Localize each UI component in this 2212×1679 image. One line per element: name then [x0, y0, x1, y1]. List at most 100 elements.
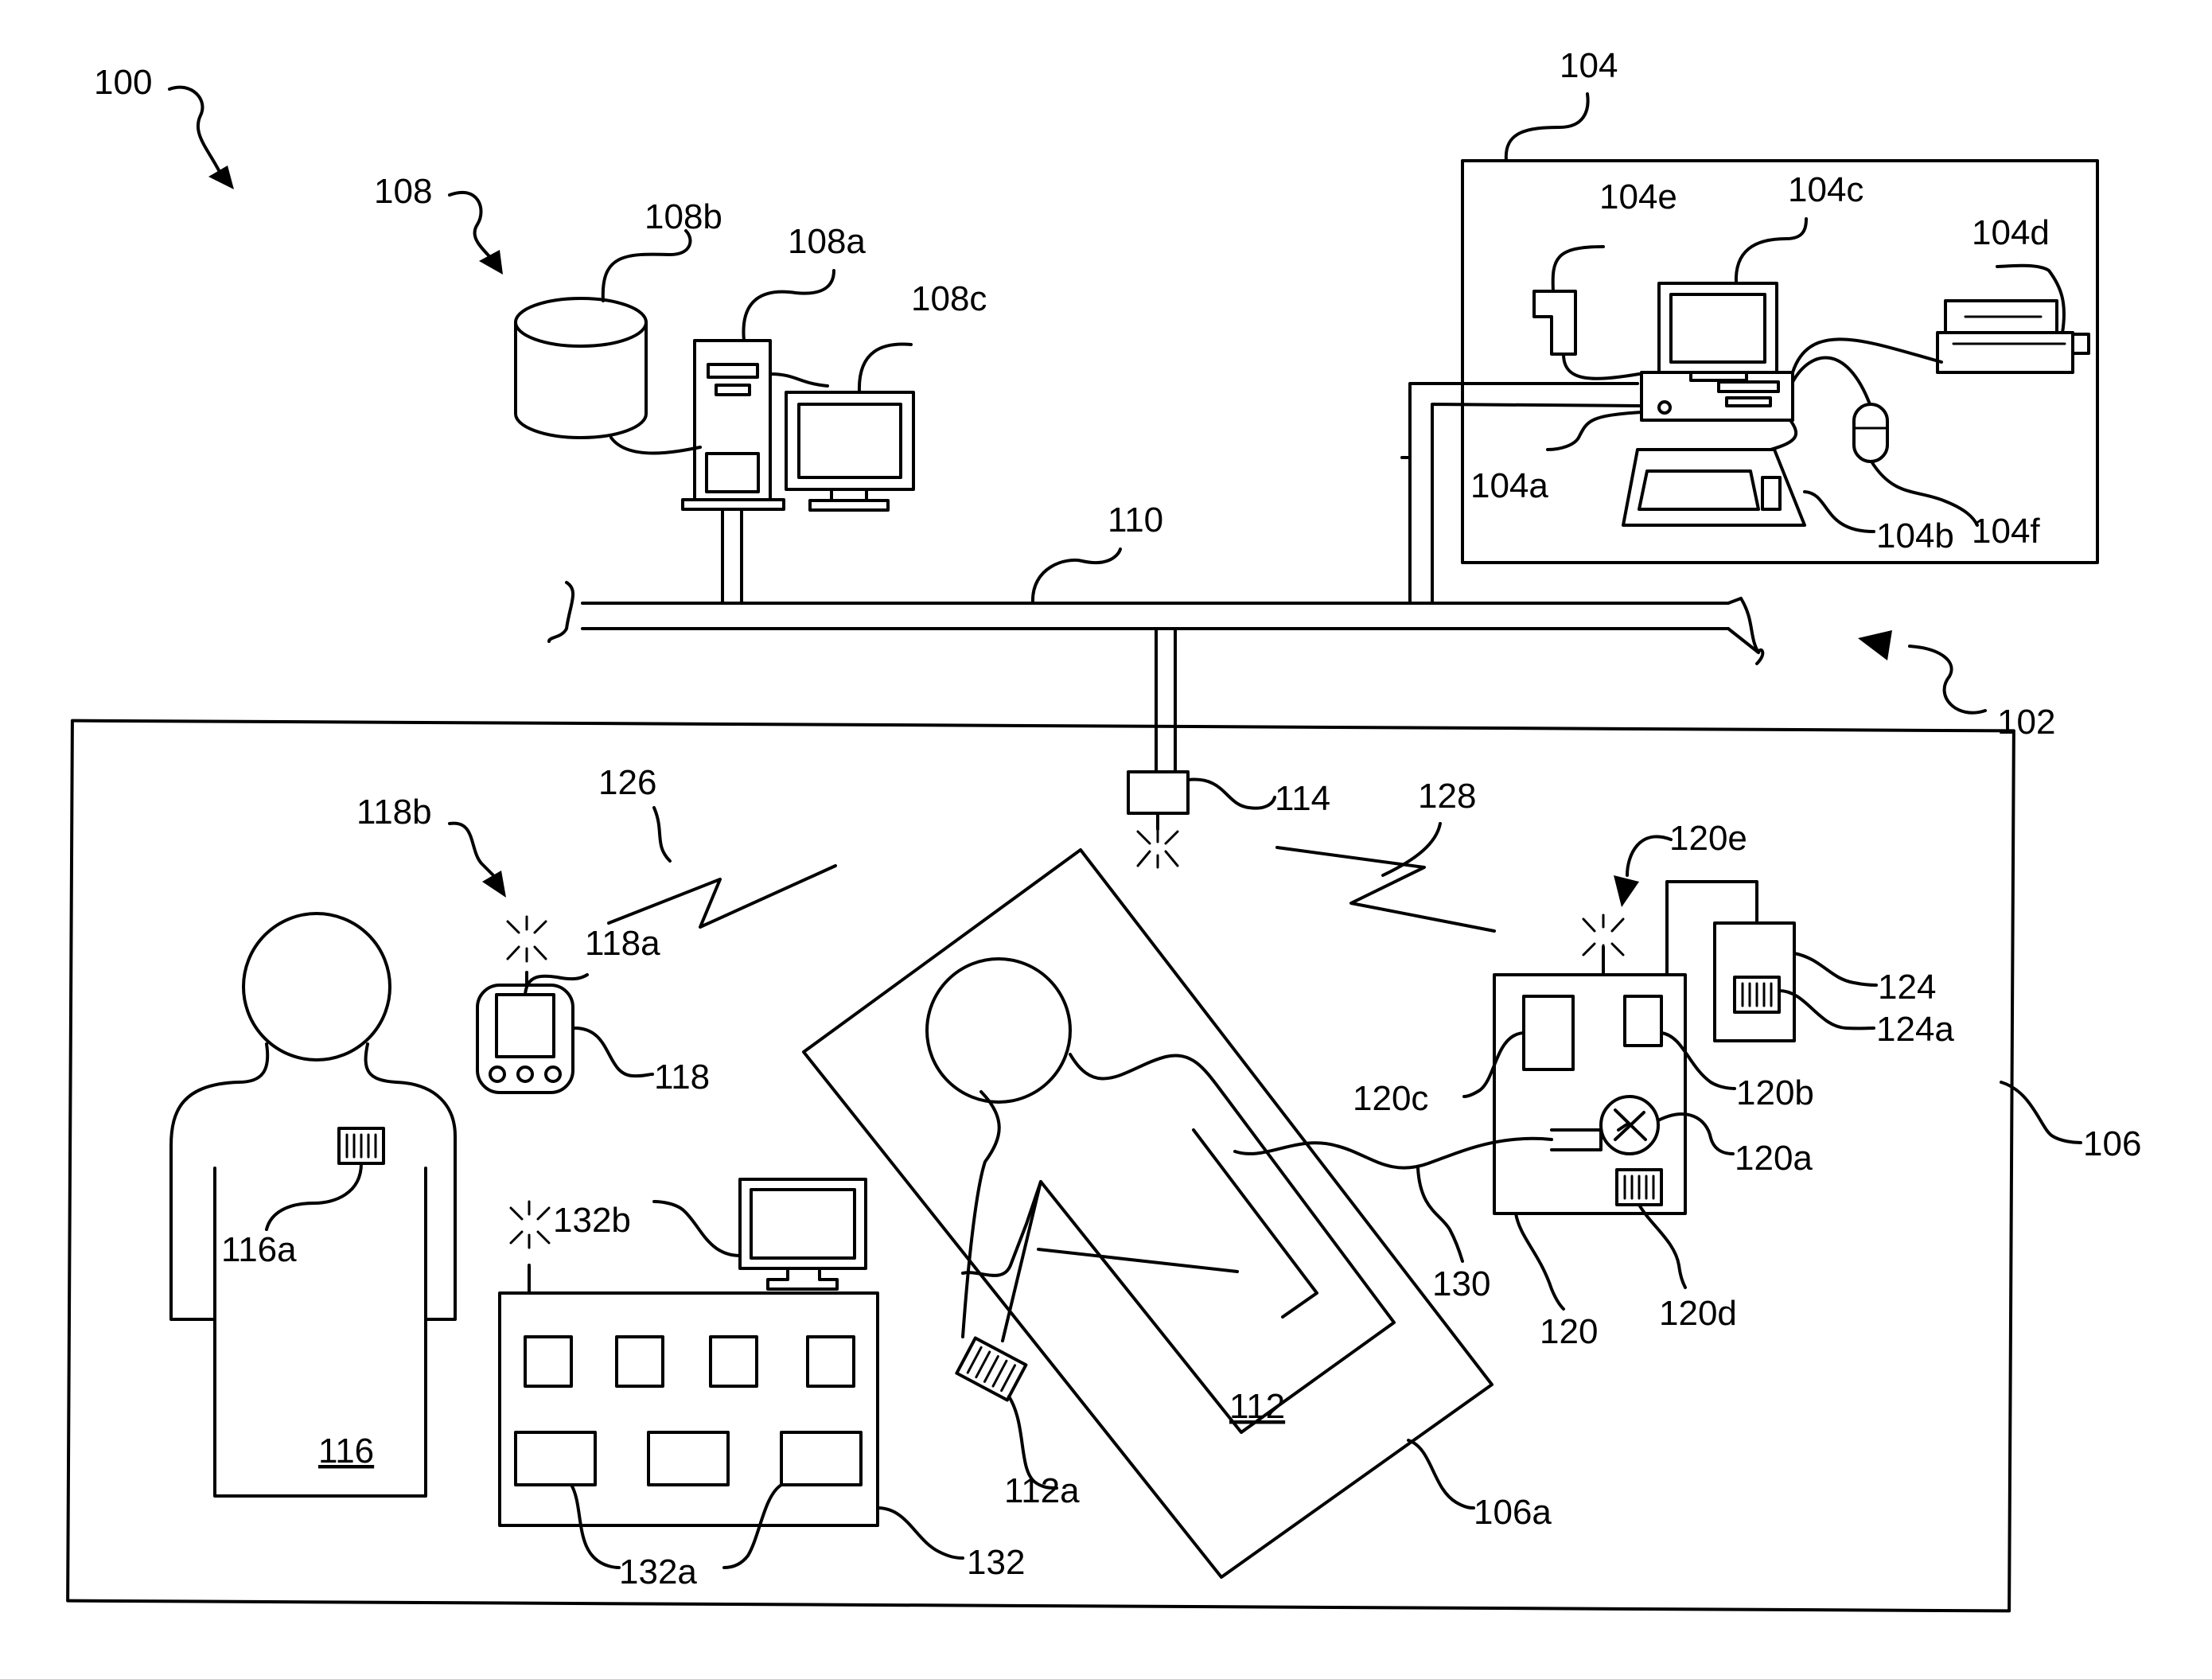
caregiver-badge-leader	[267, 1163, 361, 1229]
monitor-unit-screen	[740, 1179, 866, 1289]
system-arrow	[169, 88, 234, 189]
remote-scanner-leader	[1553, 247, 1603, 291]
label-pump: 120	[1540, 1312, 1598, 1351]
wireless-link-128	[1277, 847, 1494, 931]
label-pump-display-c: 120c	[1353, 1079, 1428, 1118]
label-server-monitor: 108c	[911, 279, 987, 318]
pump-leader	[1516, 1213, 1564, 1309]
label-access-point: 114	[1275, 779, 1330, 818]
wireless-link-126	[609, 866, 835, 927]
pump-body	[1494, 975, 1685, 1213]
label-bed: 106a	[1474, 1493, 1552, 1532]
iv-line	[1235, 1139, 1552, 1168]
label-monitor-unit-displays: 132a	[619, 1552, 697, 1591]
label-patient: 112	[1229, 1387, 1285, 1426]
monitor-unit-antenna	[511, 1202, 549, 1293]
caregiver-badge	[339, 1128, 384, 1163]
pump-motor-leader	[1658, 1114, 1733, 1154]
label-wireless-link-126: 126	[598, 763, 656, 802]
pump-motor	[1552, 1097, 1658, 1154]
remote-mouse	[1854, 404, 1887, 462]
label-system: 100	[94, 63, 152, 102]
label-caregiver: 116	[318, 1432, 374, 1471]
medication-tag	[1735, 977, 1779, 1012]
label-bus: 110	[1108, 501, 1163, 540]
label-handheld-antenna: 118b	[356, 793, 432, 832]
label-remote-scanner: 104e	[1599, 177, 1677, 216]
label-network: 102	[1997, 703, 2055, 742]
server-tower	[683, 341, 784, 509]
label-pump-tag: 120d	[1659, 1294, 1737, 1333]
label-handheld: 118	[654, 1058, 710, 1097]
bus-room-drop	[1156, 629, 1175, 770]
label-remote-computer: 104a	[1470, 466, 1548, 505]
remote-printer	[1937, 301, 2089, 372]
remote-printer-leader	[1997, 266, 2064, 333]
label-pump-motor: 120a	[1735, 1139, 1813, 1178]
label-wristband: 112a	[1004, 1471, 1080, 1510]
monitor-unit-leader	[878, 1508, 963, 1558]
remote-monitor	[1659, 283, 1777, 380]
database-leader	[603, 231, 691, 301]
label-med-container: 124	[1878, 968, 1936, 1007]
medication-container-leader	[1794, 953, 1876, 985]
label-caregiver-badge: 116a	[221, 1230, 297, 1269]
access-point-leader	[1188, 780, 1275, 808]
label-remote-printer: 104d	[1972, 213, 2050, 252]
monitor-unit-screen-leader	[654, 1202, 740, 1256]
remote-station-leader	[1506, 94, 1588, 161]
remote-monitor-leader	[1736, 219, 1806, 283]
remote-keyboard-cable	[1770, 420, 1796, 450]
server-monitor	[786, 392, 913, 510]
label-remote-station: 104	[1560, 46, 1618, 85]
label-pump-display-b: 120b	[1736, 1073, 1814, 1112]
label-handheld-screen: 118a	[585, 924, 660, 963]
label-database: 108b	[645, 197, 722, 236]
bed-leader	[1408, 1440, 1474, 1508]
label-server: 108a	[788, 222, 866, 261]
pump-tag-leader	[1639, 1205, 1685, 1287]
label-remote-mouse: 104f	[1972, 512, 2040, 551]
server-monitor-cable	[770, 374, 828, 386]
bus-leader	[1033, 549, 1120, 603]
server-leader	[743, 271, 834, 341]
label-iv-line: 130	[1432, 1264, 1490, 1303]
server-system-arrow	[450, 193, 503, 275]
bus-server-drop	[722, 511, 742, 603]
handheld-antenna	[508, 917, 546, 985]
remote-scanner-cable	[1564, 354, 1639, 379]
wireless-link-128-leader	[1383, 824, 1440, 875]
pump-antenna-arrowhead	[1614, 875, 1639, 907]
handheld-leader	[573, 1028, 652, 1076]
network-arrow	[1858, 630, 1985, 713]
remote-printer-cable	[1793, 339, 1941, 372]
label-med-tag: 124a	[1876, 1010, 1954, 1049]
remote-keyboard	[1623, 450, 1805, 525]
label-wireless-link-128: 128	[1418, 777, 1476, 816]
label-pump-antenna: 120e	[1669, 819, 1747, 858]
wireless-link-126-leader	[654, 808, 670, 861]
pump-antenna-arrow	[1627, 836, 1671, 875]
pump-antenna	[1583, 915, 1623, 972]
iv-line-leader	[1418, 1168, 1462, 1261]
handheld-antenna-arrow	[450, 824, 495, 877]
label-monitor-unit-antenna: 132b	[553, 1201, 631, 1240]
label-monitor-unit: 132	[967, 1543, 1025, 1582]
remote-scanner	[1534, 291, 1575, 354]
pump-tag	[1617, 1170, 1661, 1205]
label-remote-monitor: 104c	[1788, 170, 1863, 209]
database-server-cable	[611, 438, 700, 454]
bed	[804, 850, 1492, 1577]
label-patient-room: 106	[2083, 1124, 2141, 1163]
monitor-unit-body	[500, 1293, 878, 1525]
patient-figure	[927, 959, 1394, 1432]
remote-keyboard-leader	[1805, 492, 1874, 532]
label-server-system: 108	[374, 172, 432, 211]
remote-mouse-leader	[1871, 462, 1977, 525]
server-monitor-leader	[859, 345, 911, 392]
handheld-device	[477, 985, 573, 1093]
remote-computer-leader	[1548, 412, 1641, 450]
access-point	[1128, 772, 1188, 867]
remote-mouse-cable	[1793, 357, 1870, 404]
